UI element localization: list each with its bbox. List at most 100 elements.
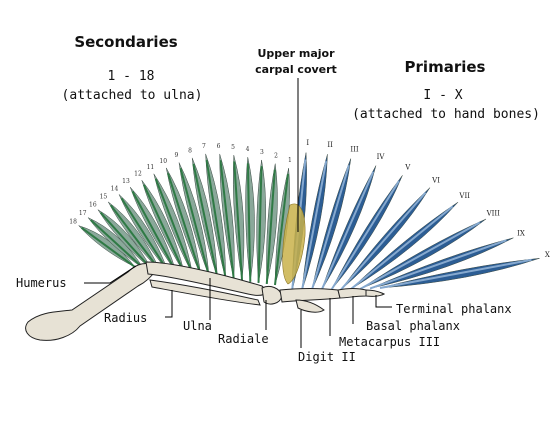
primaries-title: Primaries xyxy=(405,58,486,76)
secondary-feather-11 xyxy=(153,173,194,275)
secondary-feather-6-shaft xyxy=(219,160,235,280)
upper-major-carpal-covert xyxy=(282,203,306,285)
secondary-feather-13 xyxy=(129,186,178,273)
covert-label-line2: carpal covert xyxy=(255,63,337,76)
primary-feathers xyxy=(291,152,540,293)
secondary-feathers xyxy=(77,153,290,286)
basal-phalanx-label: Basal phalanx xyxy=(366,319,460,333)
primary-feather-3 xyxy=(310,158,352,292)
secondary-feather-16-shaft xyxy=(99,211,153,270)
secondary-feather-14 xyxy=(118,194,169,272)
leader-radius xyxy=(165,290,173,318)
primary-feather-9 xyxy=(369,237,514,290)
primary-feather-8-shaft xyxy=(359,221,481,290)
secondary-feather-11-shaft xyxy=(154,178,194,275)
secondary-feather-2 xyxy=(265,163,278,285)
secondary-number-12: 12 xyxy=(134,171,142,178)
secondary-number-9: 9 xyxy=(175,152,179,159)
secondary-feather-7 xyxy=(205,153,227,279)
secondary-feather-5-shaft xyxy=(233,161,244,281)
primary-feather-9-shaft xyxy=(369,239,507,290)
primary-numeral-5: V xyxy=(404,163,411,171)
leader-lines xyxy=(84,78,392,348)
leader-terminal-phalanx xyxy=(375,295,392,308)
digit-ii-label: Digit II xyxy=(298,350,356,364)
secondary-feather-3-shaft xyxy=(257,166,263,283)
primary-numeral-7: VII xyxy=(458,192,470,200)
secondary-number-10: 10 xyxy=(159,158,167,165)
primary-feather-4 xyxy=(320,165,377,292)
radius-label: Radius xyxy=(104,311,147,325)
secondary-feather-4 xyxy=(245,157,255,282)
secondary-feather-5 xyxy=(232,155,245,281)
metacarpus-iii-label: Metacarpus III xyxy=(339,335,440,349)
secondary-number-4: 4 xyxy=(246,146,250,153)
primary-feather-10-shaft xyxy=(379,258,532,289)
primary-numeral-9: IX xyxy=(517,229,525,237)
digit-ii-bone xyxy=(295,299,325,313)
radiale-bone xyxy=(261,285,283,305)
ulna-label: Ulna xyxy=(183,319,212,333)
primary-numeral-1: I xyxy=(306,139,309,147)
secondary-number-14: 14 xyxy=(111,185,119,192)
secondary-feather-15 xyxy=(108,201,161,271)
primary-feather-2-shaft xyxy=(300,160,328,292)
primary-feather-5-shaft xyxy=(330,180,400,291)
primaries-range: I - X xyxy=(423,88,462,103)
secondary-number-6: 6 xyxy=(217,143,221,150)
secondary-number-18: 18 xyxy=(69,218,77,225)
secondary-number-13: 13 xyxy=(122,178,130,185)
secondary-number-8: 8 xyxy=(188,147,192,154)
humerus-bone xyxy=(25,263,157,341)
secondary-feather-3 xyxy=(256,159,266,283)
radiale-label: Radiale xyxy=(218,332,269,346)
secondary-feather-8 xyxy=(191,157,219,278)
secondaries-title: Secondaries xyxy=(74,33,177,51)
secondary-number-1: 1 xyxy=(288,157,292,164)
primary-feather-10 xyxy=(379,258,540,289)
leader-humerus xyxy=(84,265,137,284)
secondary-feather-18-shaft xyxy=(80,226,136,268)
secondary-feather-2-shaft xyxy=(265,169,276,285)
secondary-feather-17-shaft xyxy=(90,219,144,269)
secondary-feather-9-shaft xyxy=(179,168,211,277)
secondary-number-2: 2 xyxy=(274,153,278,160)
secondary-number-7: 7 xyxy=(202,143,206,150)
terminal-phalanx-bone xyxy=(365,289,386,297)
terminal-phalanx-label: Terminal phalanx xyxy=(396,302,512,316)
secondaries-range: 1 - 18 xyxy=(108,69,155,84)
radius-bone xyxy=(149,279,261,306)
secondary-feather-9 xyxy=(178,162,211,277)
secondary-feather-13-shaft xyxy=(131,190,178,273)
primary-feather-6 xyxy=(340,187,431,291)
primary-numeral-6: VI xyxy=(431,176,440,184)
secondary-feather-16 xyxy=(97,209,153,270)
secondary-number-5: 5 xyxy=(231,144,235,151)
primary-numeral-8: VIII xyxy=(486,210,501,218)
primary-numeral-3: III xyxy=(350,146,359,154)
primary-numeral-10: X xyxy=(545,251,550,259)
ulna-bone xyxy=(145,261,269,296)
secondary-number-16: 16 xyxy=(89,202,97,209)
covert-label-line1: Upper major xyxy=(257,47,335,60)
humerus-label: Humerus xyxy=(16,276,67,290)
primary-numeral-4: IV xyxy=(377,153,386,161)
secondary-number-3: 3 xyxy=(260,149,264,156)
secondary-feather-12-shaft xyxy=(143,184,186,274)
primary-feather-7 xyxy=(350,201,459,291)
secondary-number-17: 17 xyxy=(79,210,87,217)
primary-feather-5 xyxy=(330,175,403,291)
secondary-feather-4-shaft xyxy=(246,163,252,282)
primary-feather-2 xyxy=(300,154,328,292)
basal-phalanx-bone xyxy=(337,288,367,299)
secondary-number-11: 11 xyxy=(147,164,155,171)
primary-feather-4-shaft xyxy=(320,171,375,292)
secondary-feather-7-shaft xyxy=(205,159,227,279)
metacarpus-bone xyxy=(279,288,341,303)
secondary-number-15: 15 xyxy=(100,193,108,200)
secondary-feather-10 xyxy=(166,167,202,276)
secondary-feather-14-shaft xyxy=(120,197,169,272)
secondary-feather-12 xyxy=(141,180,186,274)
